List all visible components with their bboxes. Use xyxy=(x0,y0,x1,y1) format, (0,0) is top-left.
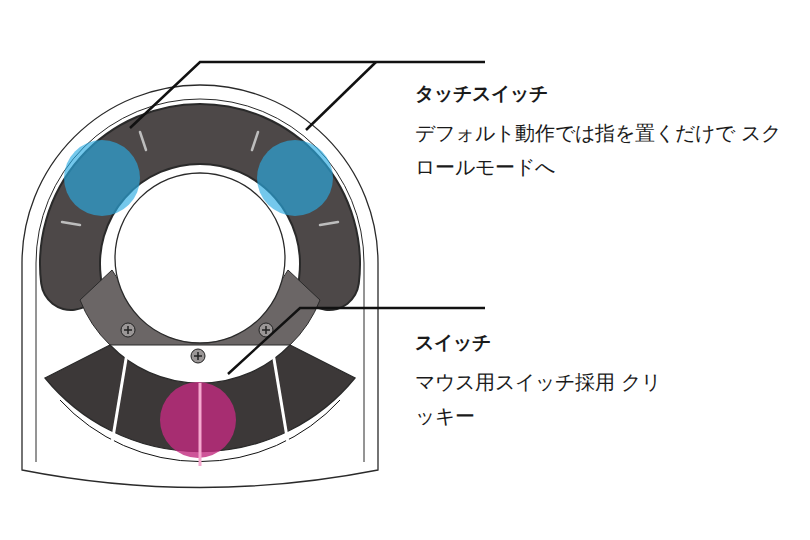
ball-opening xyxy=(115,173,285,343)
part-note: デフォルト動作では指を置くだけで スクロールモードへ xyxy=(415,116,795,184)
button-divider xyxy=(199,383,202,466)
part-name: タッチスイッチ xyxy=(415,76,795,110)
part-note: マウス用スイッチ採用 クリッキー xyxy=(415,365,675,433)
press-area xyxy=(160,382,236,458)
touch-area xyxy=(64,140,140,216)
housing-outline xyxy=(22,85,378,488)
leader-lines xyxy=(130,62,485,374)
touch-area xyxy=(257,140,333,216)
part-name: スイッチ xyxy=(415,325,795,359)
screws xyxy=(121,323,273,363)
